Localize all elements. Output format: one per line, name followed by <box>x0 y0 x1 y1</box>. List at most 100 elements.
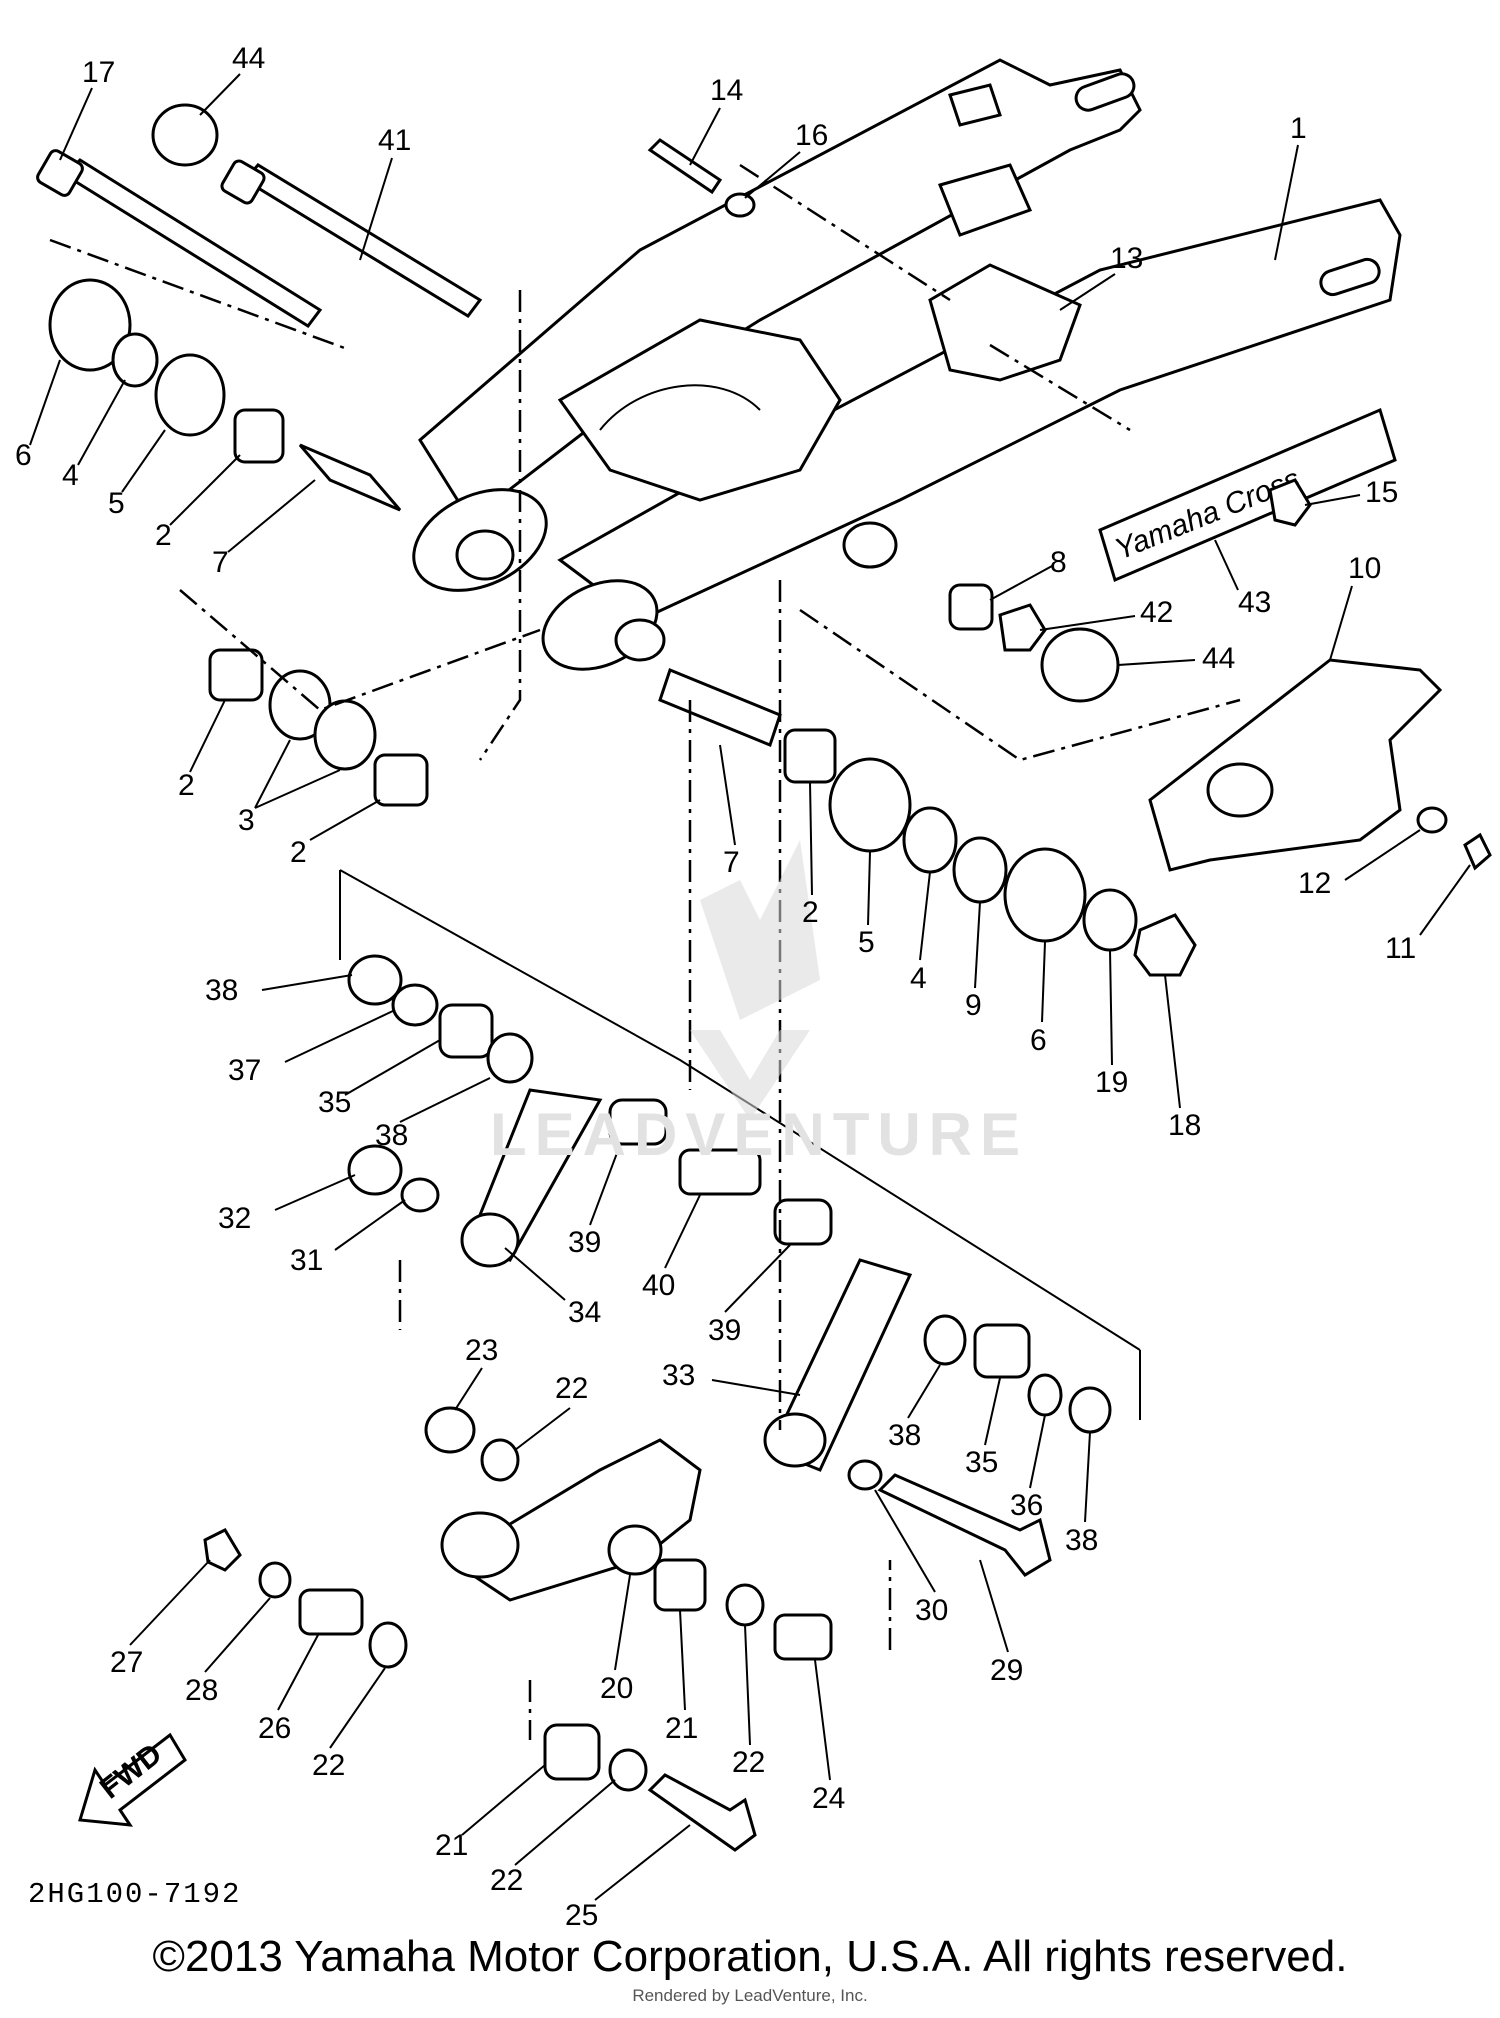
collar-part-38-c <box>923 1314 967 1366</box>
callout: 10 <box>1348 552 1381 585</box>
bearing-part-2-upper <box>233 408 285 464</box>
collar-part-22-c <box>725 1583 765 1627</box>
rod-eye-34 <box>460 1212 520 1268</box>
washer-part-4-right <box>902 806 958 874</box>
chain-guard-hole <box>1206 762 1274 818</box>
callout: 42 <box>1140 596 1173 629</box>
nut-part-32 <box>347 1144 403 1196</box>
callout: 1 <box>1290 112 1307 145</box>
callout: 44 <box>232 42 265 75</box>
callout: 30 <box>915 1594 948 1627</box>
seal-part-37 <box>391 983 439 1027</box>
callout: 28 <box>185 1674 218 1707</box>
callout: 4 <box>62 459 79 492</box>
callout: 24 <box>812 1782 845 1815</box>
callout: 41 <box>378 124 411 157</box>
bearing-part-2-right <box>783 728 837 784</box>
callout: 19 <box>1095 1066 1128 1099</box>
callout: 43 <box>1238 586 1271 619</box>
callout: 11 <box>1385 932 1416 965</box>
swingarm-part-1 <box>412 58 1402 671</box>
callout: 35 <box>318 1086 351 1119</box>
nut-part-42 <box>998 603 1047 652</box>
nut-part-15 <box>1268 478 1312 527</box>
collar-part-26 <box>298 1588 364 1636</box>
callout: 44 <box>1202 642 1235 675</box>
callout: 3 <box>238 804 255 837</box>
rendered-by-notice: Rendered by LeadVenture, Inc. <box>632 1986 868 2005</box>
washer-part-12 <box>1416 806 1448 834</box>
seal-part-6-right <box>1003 847 1087 943</box>
callout: 21 <box>665 1712 698 1745</box>
callout: 20 <box>600 1672 633 1705</box>
bushing-part-39-a <box>608 1098 668 1146</box>
bearing-part-35-b <box>973 1323 1031 1379</box>
bolt-part-25 <box>647 1773 757 1852</box>
pivot-shaft-part-41 <box>220 159 483 318</box>
callout: 22 <box>732 1746 765 1779</box>
collar-part-22-b <box>368 1621 408 1669</box>
cap-part-44-right <box>1040 627 1120 703</box>
collar-part-7-upper <box>298 443 402 512</box>
callout: 29 <box>990 1654 1023 1687</box>
bushing-part-39-b <box>773 1198 833 1246</box>
callout: 23 <box>465 1334 498 1367</box>
relay-arm-eye <box>607 1524 663 1576</box>
collar-part-38-d <box>1068 1386 1112 1434</box>
callout: 8 <box>1050 546 1067 579</box>
callout: 2 <box>178 769 195 802</box>
callout: 22 <box>312 1749 345 1782</box>
bearing-part-2-a <box>208 648 264 702</box>
chain-guide-part-13 <box>928 263 1082 382</box>
callout: 36 <box>1010 1489 1043 1522</box>
callout: 7 <box>723 846 740 879</box>
callout: 2 <box>155 519 172 552</box>
assembly-lines <box>49 163 1241 1740</box>
bolt-part-11 <box>1463 832 1492 871</box>
callout: 15 <box>1365 476 1398 509</box>
callout: 6 <box>15 439 32 472</box>
callout: 32 <box>218 1202 251 1235</box>
collar-part-22-a <box>480 1438 520 1482</box>
callouts: 17 44 41 14 16 1 13 6 4 5 2 7 15 8 42 43… <box>15 42 1416 1932</box>
bearing-part-21-b <box>543 1723 601 1781</box>
bearing-part-21-a <box>653 1558 707 1612</box>
washer-part-19 <box>1082 888 1138 952</box>
callout: 4 <box>910 962 927 995</box>
pivot-shaft-part-17 <box>36 149 323 328</box>
callout: 31 <box>290 1244 323 1277</box>
callout: 26 <box>258 1712 291 1745</box>
callout: 40 <box>642 1269 675 1302</box>
copyright-notice: ©2013 Yamaha Motor Corporation, U.S.A. A… <box>152 1932 1348 1981</box>
callout: 35 <box>965 1446 998 1479</box>
seal-part-5-right <box>828 757 912 853</box>
callout: 37 <box>228 1054 261 1087</box>
callout: 16 <box>795 119 828 152</box>
collar-part-7-right <box>658 668 782 747</box>
collar-part-38-a <box>347 954 403 1006</box>
callout: 12 <box>1298 867 1331 900</box>
callout: 6 <box>1030 1024 1047 1057</box>
bushing-part-23 <box>424 1406 476 1454</box>
callout: 17 <box>82 56 115 89</box>
callout: 14 <box>710 74 743 107</box>
callout: 39 <box>708 1314 741 1347</box>
callout: 38 <box>1065 1524 1098 1557</box>
callout: 25 <box>565 1899 598 1932</box>
callout: 5 <box>108 487 125 520</box>
bushing-part-24 <box>773 1613 833 1661</box>
collar-part-8 <box>948 583 994 631</box>
rod-eye-33 <box>763 1412 827 1468</box>
diagram-code: 2HG100-7192 <box>28 1878 242 1911</box>
seal-part-36 <box>1027 1373 1063 1417</box>
seal-part-5 <box>154 353 226 437</box>
callout: 13 <box>1110 242 1143 275</box>
callout: 33 <box>662 1359 695 1392</box>
watermark-logo <box>690 840 820 1120</box>
chain-guard-part-10 <box>1148 658 1443 872</box>
washer-part-4 <box>111 332 159 388</box>
callout: 34 <box>568 1296 601 1329</box>
collar-part-38-b <box>486 1032 534 1084</box>
callout: 38 <box>888 1419 921 1452</box>
